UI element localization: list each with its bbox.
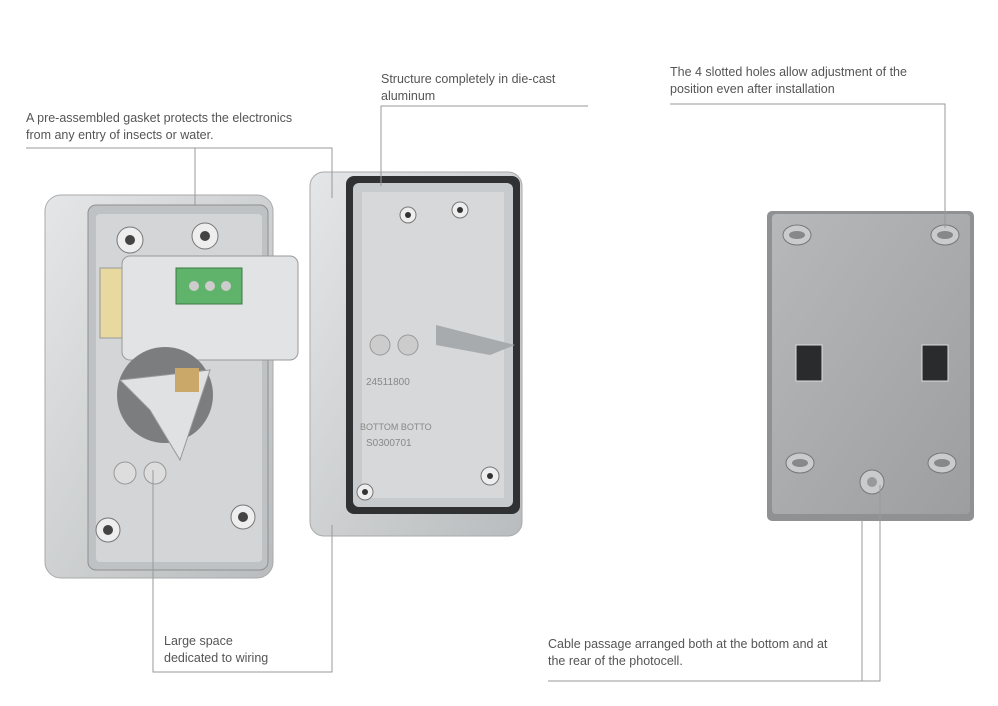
callout-structure: Structure completely in die-cast aluminu… bbox=[381, 72, 556, 103]
rear-mounting-plate bbox=[767, 211, 974, 521]
callout-slotted-holes: The 4 slotted holes allow adjustment of … bbox=[670, 65, 907, 96]
housing-code-1: 24511800 bbox=[366, 377, 410, 388]
callout-gasket: A pre-assembled gasket protects the elec… bbox=[26, 111, 293, 142]
callout-wiring-space: Large space dedicated to wiring bbox=[164, 634, 269, 665]
housing-code-3: S0300701 bbox=[366, 438, 412, 449]
die-cast-aluminum-housing: 24511800 BOTTOM BOTTO S0300701 bbox=[309, 171, 523, 537]
leader-lines bbox=[26, 103, 946, 682]
callout-cable-passage: Cable passage arranged both at the botto… bbox=[548, 637, 828, 668]
open-photocell-with-electronics bbox=[44, 194, 299, 579]
housing-code-2: BOTTOM BOTTO bbox=[360, 422, 432, 432]
